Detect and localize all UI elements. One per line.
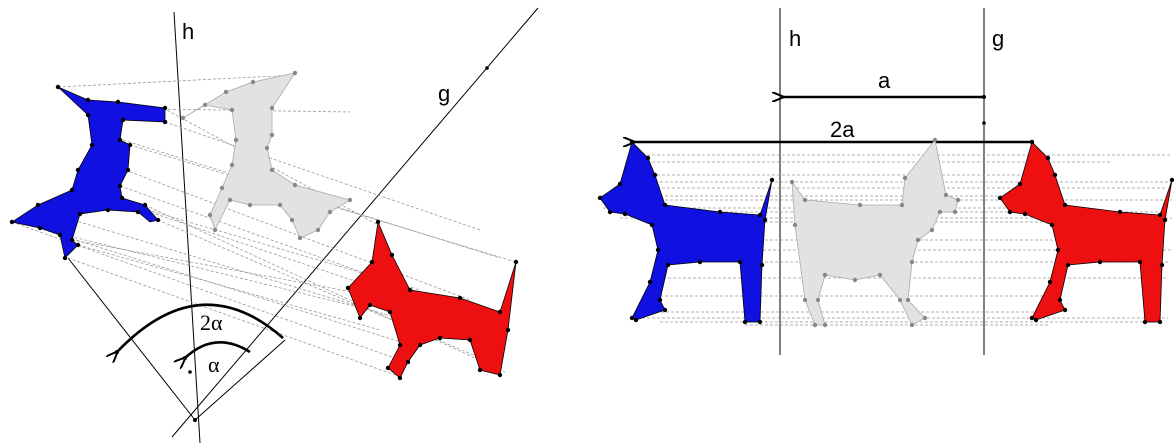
image-dog-vertices-left — [345, 219, 519, 381]
label-h-right: h — [789, 26, 801, 51]
original-dog-left — [10, 86, 166, 259]
original-dog-right — [599, 141, 773, 323]
shift-a-start — [982, 95, 986, 99]
image-dog-right — [999, 141, 1173, 323]
angle-arc — [185, 341, 251, 358]
ray-red-to-center — [194, 339, 286, 421]
right-panel-translation: h g a 2a — [597, 8, 1174, 355]
line-g-point-right — [982, 121, 986, 125]
left-panel-rotation: h g 2α α — [9, 7, 539, 444]
label-double-angle: 2α — [200, 310, 223, 335]
image-dog-left — [347, 220, 517, 379]
angle-arc-end — [183, 356, 187, 360]
intermediate-dog-right — [791, 139, 959, 326]
line-g-point — [485, 66, 489, 70]
line-h-point — [188, 370, 192, 374]
double-angle-arc-end — [115, 350, 119, 354]
line-h-left — [173, 11, 201, 444]
line-g-left — [171, 7, 539, 438]
original-dog-vertices-right — [597, 139, 775, 325]
label-g-left: g — [438, 81, 450, 106]
label-g-right: g — [992, 26, 1004, 51]
intermediate-dog-vertices-right — [789, 137, 961, 328]
double-angle-arc — [117, 303, 284, 352]
original-dog-vertices-left — [9, 84, 168, 261]
label-angle: α — [208, 352, 220, 377]
label-shift-2a: 2a — [830, 117, 855, 142]
label-shift-a: a — [878, 68, 891, 93]
label-h-left: h — [182, 19, 194, 44]
intermediate-dog-vertices-left — [180, 70, 353, 241]
image-dog-vertices-right — [997, 139, 1174, 325]
intermediate-dog-left — [182, 72, 352, 239]
rotation-center-point — [193, 418, 197, 422]
